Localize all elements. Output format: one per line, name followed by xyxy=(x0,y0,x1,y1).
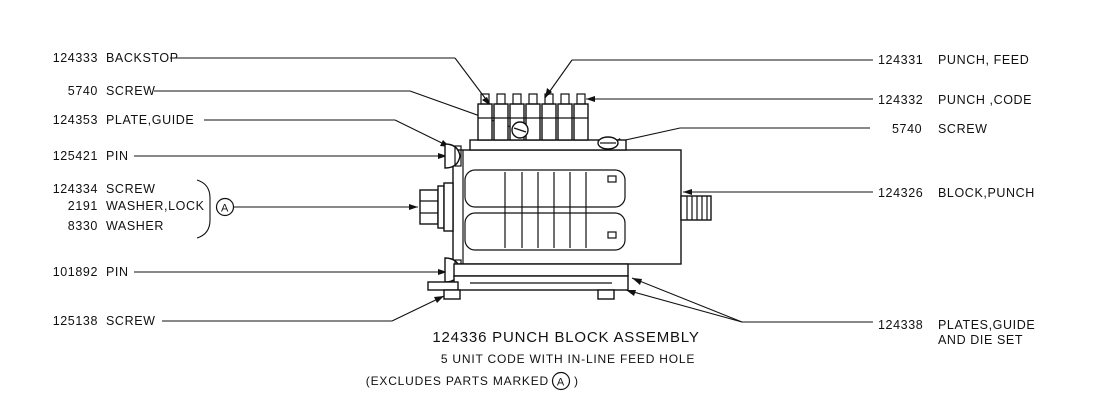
part-number-screw-top-left: 5740 xyxy=(68,84,98,98)
part-name-pin-lower: PIN xyxy=(106,265,129,279)
caption-line3-pre: (EXCLUDES PARTS MARKED xyxy=(366,374,549,388)
part-name-screw-bottom: SCREW xyxy=(106,314,156,328)
arrowhead-group xyxy=(409,204,418,210)
part-number-screw-right: 5740 xyxy=(892,122,922,136)
punch-2 xyxy=(493,103,509,141)
part-name-punch-code: PUNCH ,CODE xyxy=(938,93,1032,107)
part-name-lock-washer: WASHER,LOCK xyxy=(106,199,205,213)
center-screw-slot xyxy=(513,127,527,133)
part-name-pin-upper: PIN xyxy=(106,149,129,163)
caption-marker-circle xyxy=(551,371,571,391)
part-name-screw-top-left: SCREW xyxy=(106,84,156,98)
part-name-plate-guide: PLATE,GUIDE xyxy=(106,113,194,127)
left-callouts: 124333 BACKSTOP 5740 SCREW 124353 PLATE,… xyxy=(53,51,235,328)
punch-cap-7 xyxy=(576,93,586,105)
group-marker-circle xyxy=(215,197,235,217)
part-name-plates-guide: PLATES,GUIDE xyxy=(938,318,1035,332)
punch-cap-4 xyxy=(528,93,538,105)
bottom-screw-head xyxy=(443,289,461,300)
threaded-stud xyxy=(680,195,712,221)
bottom-left-bracket xyxy=(427,281,459,291)
caption: 124336 PUNCH BLOCK ASSEMBLY 5 UNIT CODE … xyxy=(366,329,699,391)
arrowhead-punch-feed xyxy=(545,88,552,98)
leader-plates-guide-arrow1 xyxy=(631,277,743,323)
guide-plate-bottom xyxy=(453,263,629,277)
part-number-washer: 8330 xyxy=(68,219,98,233)
part-name-block-punch: BLOCK,PUNCH xyxy=(938,186,1035,200)
arrowhead-plates-guide-1 xyxy=(632,278,642,285)
punch-5 xyxy=(541,103,557,141)
right-callouts: 124331 PUNCH, FEED 124332 PUNCH ,CODE 57… xyxy=(878,53,1035,347)
arrowhead-pin-lower xyxy=(438,269,447,275)
punch-cap-3 xyxy=(512,93,522,105)
part-number-block-punch: 124326 xyxy=(878,186,923,200)
caption-marker-letter: A xyxy=(557,377,565,389)
part-name-washer: WASHER xyxy=(106,219,164,233)
punch-cap-6 xyxy=(560,93,570,105)
leader-screw-bottom-arrow xyxy=(391,295,445,322)
leader-plate-guide-arrow xyxy=(394,119,451,148)
part-number-punch-feed: 124331 xyxy=(878,53,923,67)
flat-washer xyxy=(443,182,454,232)
punches xyxy=(477,93,589,141)
leader-plates-guide-arrow2 xyxy=(625,289,743,323)
upper-pin-head xyxy=(444,143,461,169)
punch-4 xyxy=(525,103,541,141)
left-screw-head xyxy=(419,189,439,225)
arrowhead-pin-upper xyxy=(438,153,447,159)
group-brace xyxy=(196,179,211,239)
punch-6 xyxy=(557,103,573,141)
part-number-lock-washer: 2191 xyxy=(68,199,98,213)
part-name-screw-right: SCREW xyxy=(938,122,988,136)
punch-7 xyxy=(573,103,589,141)
slot-tab-upper xyxy=(607,175,617,183)
punch-cap-1 xyxy=(480,93,490,105)
part-number-punch-code: 124332 xyxy=(878,93,923,107)
upper-pin-shaft xyxy=(454,145,462,167)
punch-cap-5 xyxy=(544,93,554,105)
part-number-pin-lower: 101892 xyxy=(53,265,98,279)
punch-block-drawing xyxy=(419,93,712,300)
part-name-punch-feed: PUNCH, FEED xyxy=(938,53,1029,67)
arrowhead-plates-guide-2 xyxy=(626,290,636,296)
leader-backstop-arrow xyxy=(454,57,492,107)
slot-tab-lower xyxy=(607,231,617,239)
part-number-plates-guide: 124338 xyxy=(878,318,923,332)
lock-washer xyxy=(437,185,445,229)
part-name-plates-guide-line2: AND DIE SET xyxy=(938,333,1023,347)
part-name-backstop: BACKSTOP xyxy=(106,51,179,65)
part-number-backstop: 124333 xyxy=(53,51,98,65)
punch-1 xyxy=(477,103,493,141)
arrowhead-block-punch xyxy=(683,189,692,195)
arrowhead-screw-bottom xyxy=(434,296,444,303)
part-number-screw-bottom: 125138 xyxy=(53,314,98,328)
part-name-screw-group: SCREW xyxy=(106,182,156,196)
punch-cap-2 xyxy=(496,93,506,105)
part-number-plate-guide: 124353 xyxy=(53,113,98,127)
upper-slot xyxy=(464,169,626,208)
lower-slot xyxy=(464,212,626,251)
part-number-screw-group: 124334 xyxy=(53,182,98,196)
bottom-right-screw xyxy=(597,289,615,300)
caption-line2: 5 UNIT CODE WITH IN-LINE FEED HOLE xyxy=(441,352,695,366)
group-marker-letter: A xyxy=(221,203,229,215)
part-number-pin-upper: 125421 xyxy=(53,149,98,163)
arrowhead-punch-code xyxy=(586,96,595,102)
caption-line3-post: ) xyxy=(574,374,579,388)
caption-title: 124336 PUNCH BLOCK ASSEMBLY xyxy=(432,329,699,346)
